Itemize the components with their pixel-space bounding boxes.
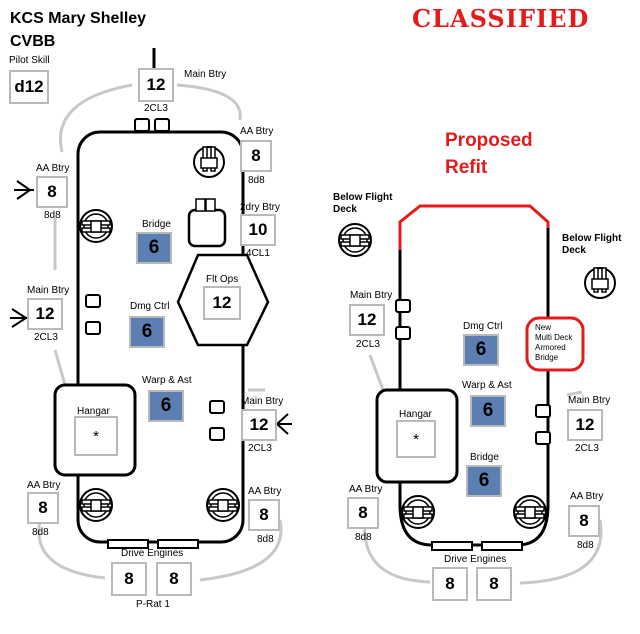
new-bridge-l1: New (535, 323, 552, 332)
pilot-skill-label: Pilot Skill (9, 55, 50, 66)
right-main-r-sub: 2CL3 (575, 443, 599, 454)
left-2dry-sub: 4CL1 (246, 248, 270, 259)
right-below-l-1: Below Flight (333, 192, 393, 203)
right-aa-l-value: 8 (347, 497, 379, 529)
right-aa-l-sub: 8d8 (355, 532, 372, 543)
right-warp-value: 6 (470, 395, 506, 427)
left-drive-v2: 8 (156, 562, 192, 596)
right-below-r-2: Deck (562, 245, 586, 256)
left-aa-rt-value: 8 (240, 140, 272, 172)
left-aa-rt-sub: 8d8 (248, 175, 265, 186)
left-main-r-sub: 2CL3 (248, 443, 272, 454)
right-drive-v2: 8 (476, 567, 512, 601)
right-warp-label: Warp & Ast (462, 380, 512, 391)
right-hangar-value: * (396, 420, 436, 458)
left-aa-lb-value: 8 (27, 492, 59, 524)
left-aa-lt-value: 8 (36, 176, 68, 208)
right-main-r-value: 12 (567, 409, 603, 441)
left-main-r-value: 12 (241, 409, 277, 441)
left-main-r-label: Main Btry (241, 396, 284, 407)
left-warp-value: 6 (148, 390, 184, 422)
ship-class: CVBB (10, 33, 56, 50)
right-drive-v1: 8 (432, 567, 468, 601)
proposed-line1: Proposed (445, 130, 533, 151)
left-aa-rb-label: AA Btry (248, 486, 282, 497)
right-bridge-label: Bridge (470, 452, 499, 463)
pilot-skill-value: d12 (9, 70, 49, 104)
new-bridge-l3: Armored (535, 343, 566, 352)
left-drive-label: Drive Engines (121, 548, 184, 559)
left-aa-rb-sub: 8d8 (257, 534, 274, 545)
left-bridge-value: 6 (136, 232, 172, 264)
left-main-l-sub: 2CL3 (34, 332, 58, 343)
left-dmg-value: 6 (129, 316, 165, 348)
right-dmg-label: Dmg Ctrl (463, 321, 503, 332)
left-dmg-label: Dmg Ctrl (130, 301, 170, 312)
left-aa-rb-value: 8 (248, 499, 280, 531)
right-drive-label: Drive Engines (444, 554, 507, 565)
left-hangar-label: Hangar (77, 406, 110, 417)
right-main-l-label: Main Btry (350, 290, 393, 301)
left-main-top-sub: 2CL3 (144, 103, 168, 114)
right-aa-r-label: AA Btry (570, 491, 604, 502)
left-main-top-value: 12 (138, 68, 174, 102)
left-drive-sub: P-Rat 1 (136, 599, 170, 610)
right-dmg-value: 6 (463, 334, 499, 366)
left-drive-v1: 8 (111, 562, 147, 596)
left-main-l-value: 12 (27, 298, 63, 330)
left-arcs (32, 83, 283, 582)
left-aa-rt-label: AA Btry (240, 126, 274, 137)
right-main-r-label: Main Btry (568, 395, 611, 406)
new-bridge-l4: Bridge (535, 353, 559, 362)
left-aa-lt-sub: 8d8 (44, 210, 61, 221)
left-2dry-value: 10 (240, 214, 276, 246)
left-aa-lb-label: AA Btry (27, 480, 61, 491)
proposed-line2: Refit (445, 157, 488, 178)
right-aa-l-label: AA Btry (349, 484, 383, 495)
left-fltops-label: Flt Ops (206, 274, 239, 285)
left-main-l-label: Main Btry (27, 285, 70, 296)
right-aa-r-sub: 8d8 (577, 540, 594, 551)
right-aa-r-value: 8 (568, 505, 600, 537)
new-bridge-l2: Multi Deck (535, 333, 573, 342)
right-bridge-value: 6 (466, 465, 502, 497)
right-below-r-1: Below Flight (562, 233, 622, 244)
left-hangar-value: * (74, 416, 118, 456)
right-main-l-value: 12 (349, 304, 385, 336)
left-warp-label: Warp & Ast (142, 375, 192, 386)
right-arcs (363, 354, 603, 585)
classified-stamp: CLASSIFIED (412, 4, 590, 33)
right-below-l-2: Deck (333, 204, 357, 215)
right-hangar-label: Hangar (399, 409, 432, 420)
left-aa-lb-sub: 8d8 (32, 527, 49, 538)
left-2dry-label: 2dry Btry (240, 202, 281, 213)
left-main-top-label: Main Btry (184, 69, 227, 80)
right-main-l-sub: 2CL3 (356, 339, 380, 350)
left-aa-lt-label: AA Btry (36, 163, 70, 174)
left-bridge-label: Bridge (142, 219, 171, 230)
left-fltops-value: 12 (203, 286, 241, 320)
ship-name: KCS Mary Shelley (10, 10, 147, 27)
new-bridge-note: New Multi Deck Armored Bridge (535, 323, 572, 363)
